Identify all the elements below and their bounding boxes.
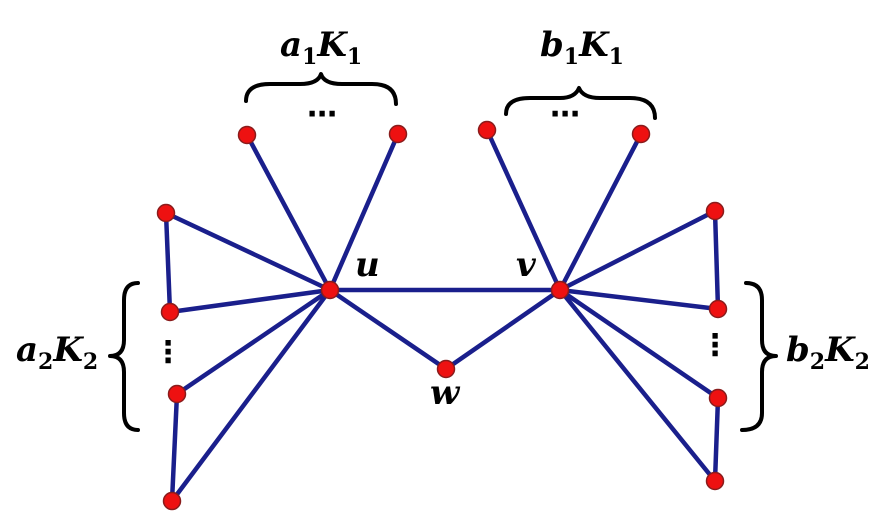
b1-ellipsis: ⋯ <box>550 97 580 132</box>
edge-u-w <box>327 287 449 372</box>
edge-u-a2-top1 <box>163 210 333 293</box>
b2-ellipsis: ⋮ <box>700 328 730 363</box>
edge-a2-bot-pair <box>169 391 180 504</box>
edge-u-a1-first <box>244 132 333 293</box>
vertex-w <box>436 359 456 379</box>
brace-b1 <box>504 86 657 120</box>
edge-u-a1-last <box>327 131 401 293</box>
brace-a2 <box>108 281 140 432</box>
label-v: v <box>516 245 537 285</box>
vertex-a2-3 <box>167 384 187 404</box>
vertex-a2-4 <box>162 491 182 511</box>
vertex-b2-2 <box>708 299 728 319</box>
a2-ellipsis: ⋮ <box>153 335 183 370</box>
edge-v-b1-first <box>484 127 563 293</box>
label-w: w <box>430 373 461 413</box>
vertex-u <box>320 280 340 300</box>
edge-v-b2-bot2 <box>557 287 718 484</box>
edge-u-a2-top2 <box>167 287 333 315</box>
edge-b2-bot-pair <box>712 395 721 484</box>
vertex-a1-first <box>237 125 257 145</box>
vertex-v <box>550 280 570 300</box>
braces <box>108 72 778 432</box>
vertex-b2-1 <box>705 201 725 221</box>
vertices <box>156 120 728 511</box>
edges <box>163 127 721 504</box>
vertex-b2-3 <box>708 388 728 408</box>
brace-a1 <box>244 72 398 106</box>
edge-v-b2-top2 <box>557 287 721 312</box>
vertex-a1-last <box>388 124 408 144</box>
edge-v-b2-bot1 <box>557 287 721 401</box>
edge-u-a2-bot1 <box>174 287 333 397</box>
label-u: u <box>355 245 380 285</box>
edge-v-w <box>443 287 563 372</box>
edge-v-b1-last <box>557 131 644 293</box>
a1-ellipsis: ⋯ <box>307 97 337 132</box>
label-a1K1: a1K1 <box>280 25 362 70</box>
vertex-b1-last <box>631 124 651 144</box>
vertex-a2-1 <box>156 203 176 223</box>
label-a2K2: a2K2 <box>16 330 98 375</box>
edge-a2-top-pair <box>163 210 173 315</box>
vertex-b2-4 <box>705 471 725 491</box>
label-b2K2: b2K2 <box>786 330 870 375</box>
edge-v-b2-top1 <box>557 208 718 293</box>
edge-b2-top-pair <box>712 208 721 312</box>
label-b1K1: b1K1 <box>540 25 624 70</box>
brace-b2 <box>740 281 778 432</box>
vertex-b1-first <box>477 120 497 140</box>
edge-u-a2-bot2 <box>169 287 333 504</box>
vertex-a2-2 <box>160 302 180 322</box>
